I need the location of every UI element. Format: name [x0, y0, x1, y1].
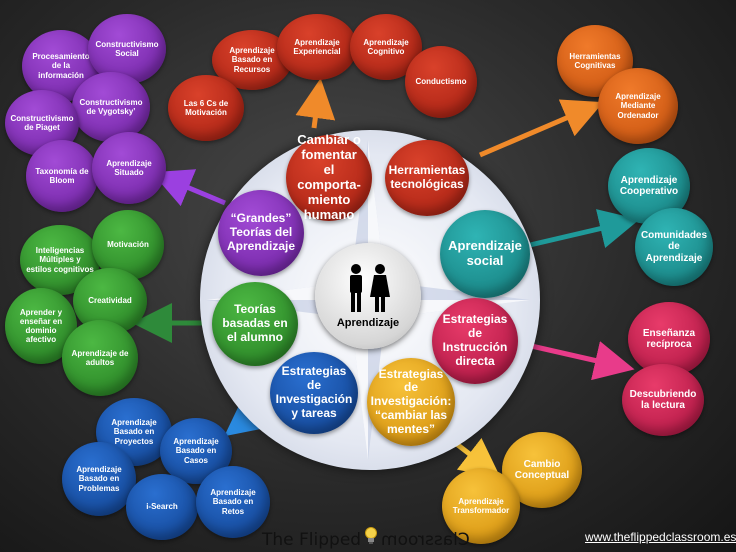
bubble-grandes-teorias: “Grandes” Teorías del Aprendizaje — [218, 190, 304, 276]
bubble-instruccion-directa: Estrategias de Instrucción directa — [432, 298, 518, 384]
arrow-to-orange — [479, 99, 604, 158]
bubble-basado-retos: Aprendizaje Basado en Retos — [196, 466, 270, 538]
arrow-to-pink — [526, 341, 635, 381]
footer-brand: The Flipped Classroom — [262, 527, 470, 550]
brand-left: The Flipped — [262, 530, 362, 550]
bubble-transformador: Aprendizaje Transformador — [442, 468, 520, 544]
bubble-mediante-ordenador: Aprendizaje Mediante Ordenador — [598, 68, 678, 144]
bubble-investigacion-tareas: Estrategias de Investigación y tareas — [270, 352, 358, 434]
bubble-constructivismo-vygotsky: Constructivismo de Vygotsky’ — [72, 72, 150, 142]
bubble-experiencial: Aprendizaje Experiencial — [277, 14, 357, 80]
bubble-basado-proyectos: Aprendizaje Basado en Proyectos — [96, 398, 172, 466]
bubble-aprendizaje-situado: Aprendizaje Situado — [92, 132, 166, 204]
bubble-conductismo: Conductismo — [405, 46, 477, 118]
bubble-adultos: Aprendizaje de adultos — [62, 320, 138, 396]
bubble-basado-problemas: Aprendizaje Basado en Problemas — [62, 442, 136, 516]
bubble-comunidades: Comunidades de Aprendizaje — [635, 208, 713, 286]
brand-right: Classroom — [381, 530, 470, 550]
bubble-constructivismo-social: Constructivismo Social — [88, 14, 166, 84]
arrow-to-red — [295, 78, 336, 129]
bubble-teorias-alumno: Teorías basadas en el alumno — [212, 282, 298, 366]
lightbulb-icon — [364, 527, 378, 550]
bubble-6cs-motivacion: Las 6 Cs de Motivación — [168, 75, 244, 141]
bubble-ensenanza-reciproca: Enseñanza recíproca — [628, 302, 710, 376]
bubble-cooperativo: Aprendizaje Cooperativo — [608, 148, 690, 224]
bubble-herramientas-tecnologicas: Herramientas tecnológicas — [385, 140, 469, 216]
center-label: Aprendizaje — [336, 317, 400, 329]
arrow-to-teal — [529, 209, 640, 249]
people-icon — [350, 264, 390, 312]
center-node: Aprendizaje — [315, 243, 421, 349]
bubble-cambiar-comportamiento: Cambiar o fomentar el comporta-miento hu… — [286, 132, 372, 222]
bubble-i-search: i-Search — [126, 474, 198, 540]
bubble-aprendizaje-social: Aprendizaje social — [440, 210, 530, 298]
bubble-taxonomia-bloom: Taxonomía de Bloom — [26, 140, 98, 212]
footer-url-link[interactable]: www.theflippedclassroom.es — [585, 530, 736, 544]
bubble-cambiar-mentes: Estrategias de Investigación: “cambiar l… — [367, 358, 455, 446]
bubble-descubriendo-lectura: Descubriendo la lectura — [622, 364, 704, 436]
arrow-to-purple — [151, 169, 226, 207]
